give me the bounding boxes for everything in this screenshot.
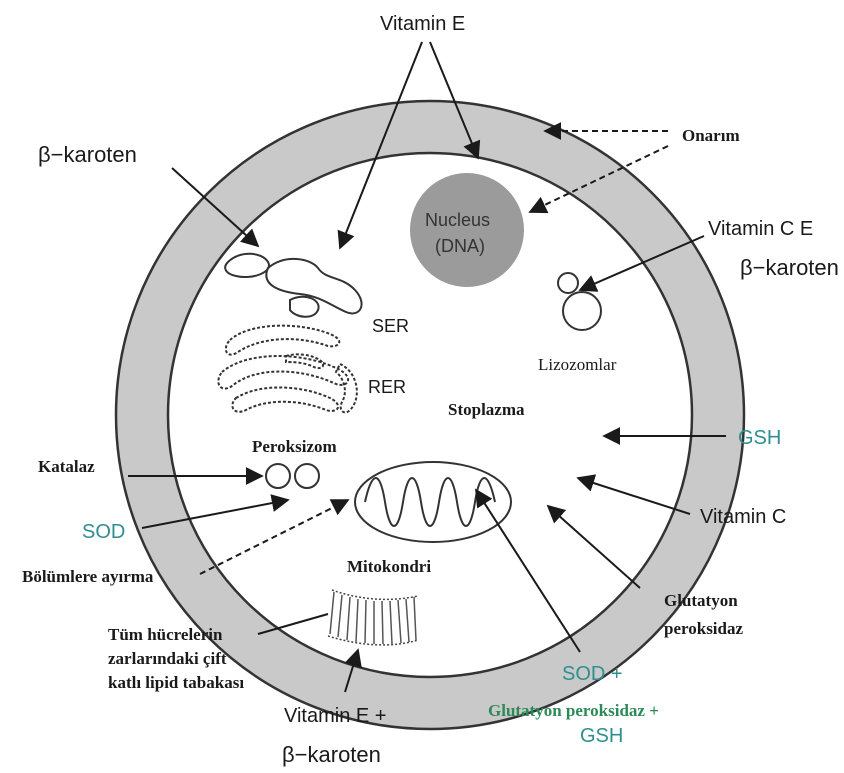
label-mitokondri: Mitokondri [347, 557, 431, 576]
label-lipid-line-3: katlı lipid tabakası [108, 673, 244, 692]
label-peroksidaz: peroksidaz [664, 619, 743, 638]
label-vitamin-c-e: Vitamin C E [708, 218, 813, 240]
label-lipid-line-1: Tüm hücrelerin [108, 625, 223, 644]
label-beta-karoten-left: β−karoten [38, 142, 137, 167]
label-vitamin-c-right: Vitamin C [700, 506, 786, 528]
label-sod-left: SOD [82, 521, 125, 543]
label-stoplazma: Stoplazma [448, 400, 525, 419]
label-dna: (DNA) [435, 236, 485, 256]
label-lizozomlar: Lizozomlar [538, 355, 617, 374]
label-onarim: Onarım [682, 126, 740, 145]
label-katalaz: Katalaz [38, 457, 95, 476]
label-glutatyon: Glutatyon [664, 591, 738, 610]
label-gsh-right: GSH [738, 427, 781, 449]
label-vitamin-e-top: Vitamin E [380, 13, 465, 35]
label-nucleus: Nucleus [425, 210, 490, 230]
label-vitamin-e-plus: Vitamin E + [284, 705, 386, 727]
label-peroksizom: Peroksizom [252, 437, 337, 456]
label-rer: RER [368, 377, 406, 397]
label-glutatyon-peroksidaz-plus: Glutatyon peroksidaz + [488, 701, 659, 720]
label-ser: SER [372, 316, 409, 336]
label-bolumlere-ayirma: Bölümlere ayırma [22, 567, 154, 586]
label-sod-plus: SOD + [562, 663, 623, 685]
label-beta-karoten-bottom: β−karoten [282, 742, 381, 767]
label-lipid-line-2: zarlarındaki çift [108, 649, 227, 668]
nucleus [410, 173, 524, 287]
label-beta-karoten-right: β−karoten [740, 255, 839, 280]
label-gsh-bottom: GSH [580, 725, 623, 747]
mitochondrion [355, 462, 511, 542]
